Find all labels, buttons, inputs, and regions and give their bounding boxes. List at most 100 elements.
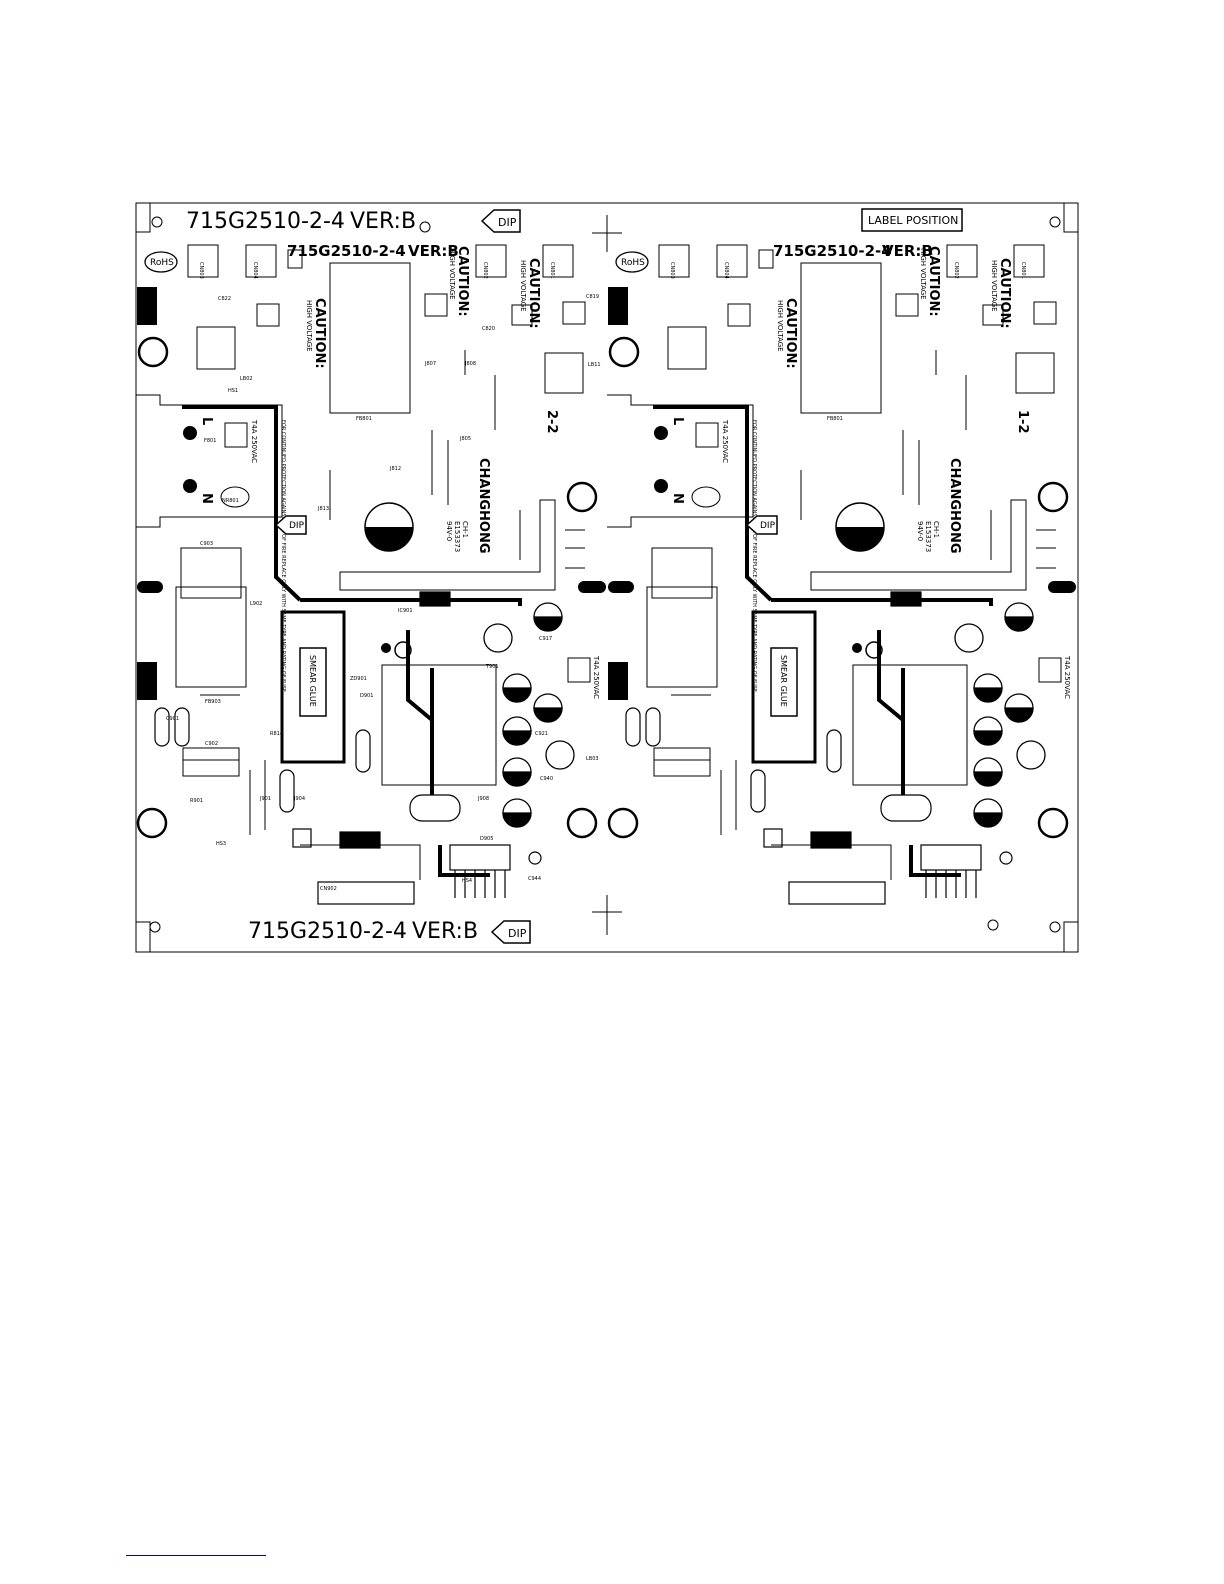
svg-text:CN902: CN902 bbox=[320, 886, 337, 892]
svg-text:HIGH VOLTAGE: HIGH VOLTAGE bbox=[919, 248, 927, 300]
half-right-id: 1-2 bbox=[1015, 410, 1030, 434]
svg-text:J808: J808 bbox=[464, 361, 476, 367]
svg-text:C902: C902 bbox=[205, 741, 218, 747]
svg-text:94V-0: 94V-0 bbox=[916, 521, 924, 541]
svg-text:HIGH VOLTAGE: HIGH VOLTAGE bbox=[305, 300, 313, 352]
svg-text:CN804: CN804 bbox=[723, 262, 729, 279]
svg-text:T4A 250VAC: T4A 250VAC bbox=[721, 419, 729, 463]
svg-text:HS3: HS3 bbox=[216, 841, 226, 847]
svg-text:T4A 250VAC: T4A 250VAC bbox=[250, 419, 258, 463]
svg-text:T4A 250VAC: T4A 250VAC bbox=[1063, 655, 1071, 699]
svg-text:HS1: HS1 bbox=[228, 388, 238, 394]
svg-text:J908: J908 bbox=[477, 796, 489, 802]
svg-text:ZD901: ZD901 bbox=[350, 676, 367, 682]
svg-text:HIGH VOLTAGE: HIGH VOLTAGE bbox=[776, 300, 784, 352]
svg-text:RoHS: RoHS bbox=[150, 258, 174, 268]
svg-text:DIP: DIP bbox=[760, 521, 776, 531]
svg-text:RoHS: RoHS bbox=[621, 258, 645, 268]
board-half-right: RoHS 715G2510-2-4 VER:B CN803 CN804 CN80… bbox=[607, 242, 1071, 905]
caution-left-c: CAUTION: HIGH VOLTAGE bbox=[519, 258, 541, 329]
fuse-warning-left: FOR CONTINUED PROTECTION AGAINST RISK OF… bbox=[280, 420, 286, 692]
caution-right-b: CAUTION: HIGH VOLTAGE bbox=[919, 246, 941, 317]
fuse-warning-right: FOR CONTINUED PROTECTION AGAINST RISK OF… bbox=[751, 420, 757, 692]
svg-text:DIP: DIP bbox=[289, 521, 305, 531]
rohs-mark-right: RoHS bbox=[615, 251, 649, 273]
svg-text:LB02: LB02 bbox=[240, 376, 253, 382]
svg-text:E153373: E153373 bbox=[453, 521, 461, 552]
svg-text:C944: C944 bbox=[528, 876, 541, 882]
svg-text:NR801: NR801 bbox=[222, 498, 239, 504]
caution-left-b: CAUTION: HIGH VOLTAGE bbox=[448, 246, 470, 317]
svg-text:HS4: HS4 bbox=[462, 878, 472, 884]
svg-text:T4A 250VAC: T4A 250VAC bbox=[592, 655, 600, 699]
smear-glue-left: SMEAR GLUE bbox=[308, 655, 317, 707]
reference-labels: C822 C820 C819 C903 C901 C902 C917 C921 … bbox=[166, 294, 601, 892]
caution-right-c: CAUTION: HIGH VOLTAGE bbox=[990, 258, 1012, 329]
board-code-bottom: 715G2510-2-4 bbox=[248, 919, 407, 944]
svg-text:C819: C819 bbox=[586, 294, 599, 300]
svg-text:CN802: CN802 bbox=[482, 262, 488, 279]
svg-text:J904: J904 bbox=[293, 796, 305, 802]
svg-text:D901: D901 bbox=[360, 693, 373, 699]
svg-text:F801: F801 bbox=[204, 438, 216, 444]
dip-arrow-left-mid: DIP bbox=[274, 515, 307, 535]
dip-label-bottom: DIP bbox=[508, 927, 527, 940]
svg-text:L: L bbox=[199, 417, 214, 425]
dip-arrow-bottom: DIP bbox=[490, 920, 531, 944]
svg-text:C903: C903 bbox=[200, 541, 213, 547]
svg-text:FB801: FB801 bbox=[356, 416, 372, 422]
svg-text:CH-1: CH-1 bbox=[461, 521, 469, 538]
svg-text:C917: C917 bbox=[539, 636, 552, 642]
board-code-top: 715G2510-2-4 bbox=[186, 209, 345, 234]
svg-text:J812: J812 bbox=[389, 466, 401, 472]
label-position-text: LABEL POSITION bbox=[868, 214, 958, 227]
board-outline bbox=[135, 202, 1079, 953]
svg-text:C820: C820 bbox=[482, 326, 495, 332]
svg-text:L: L bbox=[670, 417, 685, 425]
svg-text:R814: R814 bbox=[270, 731, 283, 737]
edge-pads bbox=[137, 287, 1076, 700]
svg-text:T901: T901 bbox=[485, 664, 499, 670]
svg-text:HIGH VOLTAGE: HIGH VOLTAGE bbox=[448, 248, 456, 300]
svg-text:94V-0: 94V-0 bbox=[445, 521, 453, 541]
board-code-right: 715G2510-2-4 bbox=[773, 242, 892, 260]
svg-text:J807: J807 bbox=[424, 361, 436, 367]
smear-glue-right: SMEAR GLUE bbox=[779, 655, 788, 707]
svg-text:FB903: FB903 bbox=[205, 699, 221, 705]
footer-link-line[interactable] bbox=[126, 1555, 266, 1556]
svg-text:HIGH VOLTAGE: HIGH VOLTAGE bbox=[990, 260, 998, 312]
svg-text:C921: C921 bbox=[535, 731, 548, 737]
label-position-box: LABEL POSITION bbox=[861, 208, 963, 232]
svg-text:CN804: CN804 bbox=[252, 262, 258, 279]
svg-text:N: N bbox=[670, 493, 685, 504]
svg-text:CAUTION:: CAUTION: bbox=[997, 258, 1012, 329]
svg-text:J813: J813 bbox=[317, 506, 329, 512]
svg-text:LB11: LB11 bbox=[588, 362, 601, 368]
svg-text:FB801: FB801 bbox=[827, 416, 843, 422]
svg-text:CH-1: CH-1 bbox=[932, 521, 940, 538]
svg-text:HIGH VOLTAGE: HIGH VOLTAGE bbox=[519, 260, 527, 312]
board-version-left: VER:B bbox=[408, 242, 459, 260]
board-half-left: RoHS 715G2510-2-4 VER:B CN803 CN804 CN80… bbox=[136, 242, 600, 905]
svg-text:C901: C901 bbox=[166, 716, 179, 722]
svg-text:CN802: CN802 bbox=[953, 262, 959, 279]
svg-text:CAUTION:: CAUTION: bbox=[526, 258, 541, 329]
board-version-right: VER:B bbox=[882, 242, 933, 260]
svg-text:CAUTION:: CAUTION: bbox=[926, 246, 941, 317]
svg-text:LB03: LB03 bbox=[586, 756, 599, 762]
dip-label-top: DIP bbox=[498, 216, 517, 229]
registration-marks bbox=[592, 215, 622, 935]
svg-text:J901: J901 bbox=[259, 796, 271, 802]
svg-text:E153373: E153373 bbox=[924, 521, 932, 552]
svg-text:R901: R901 bbox=[190, 798, 203, 804]
caution-left-a: CAUTION: HIGH VOLTAGE bbox=[305, 298, 327, 369]
half-left-id: 2-2 bbox=[544, 410, 559, 434]
board-version-bottom: VER:B bbox=[412, 919, 478, 944]
board-code-left: 715G2510-2-4 bbox=[287, 242, 406, 260]
svg-text:C940: C940 bbox=[540, 776, 553, 782]
svg-text:IC901: IC901 bbox=[398, 608, 413, 614]
rohs-mark-left: RoHS bbox=[144, 251, 178, 273]
svg-text:CN801: CN801 bbox=[549, 262, 555, 279]
svg-text:J805: J805 bbox=[459, 436, 471, 442]
